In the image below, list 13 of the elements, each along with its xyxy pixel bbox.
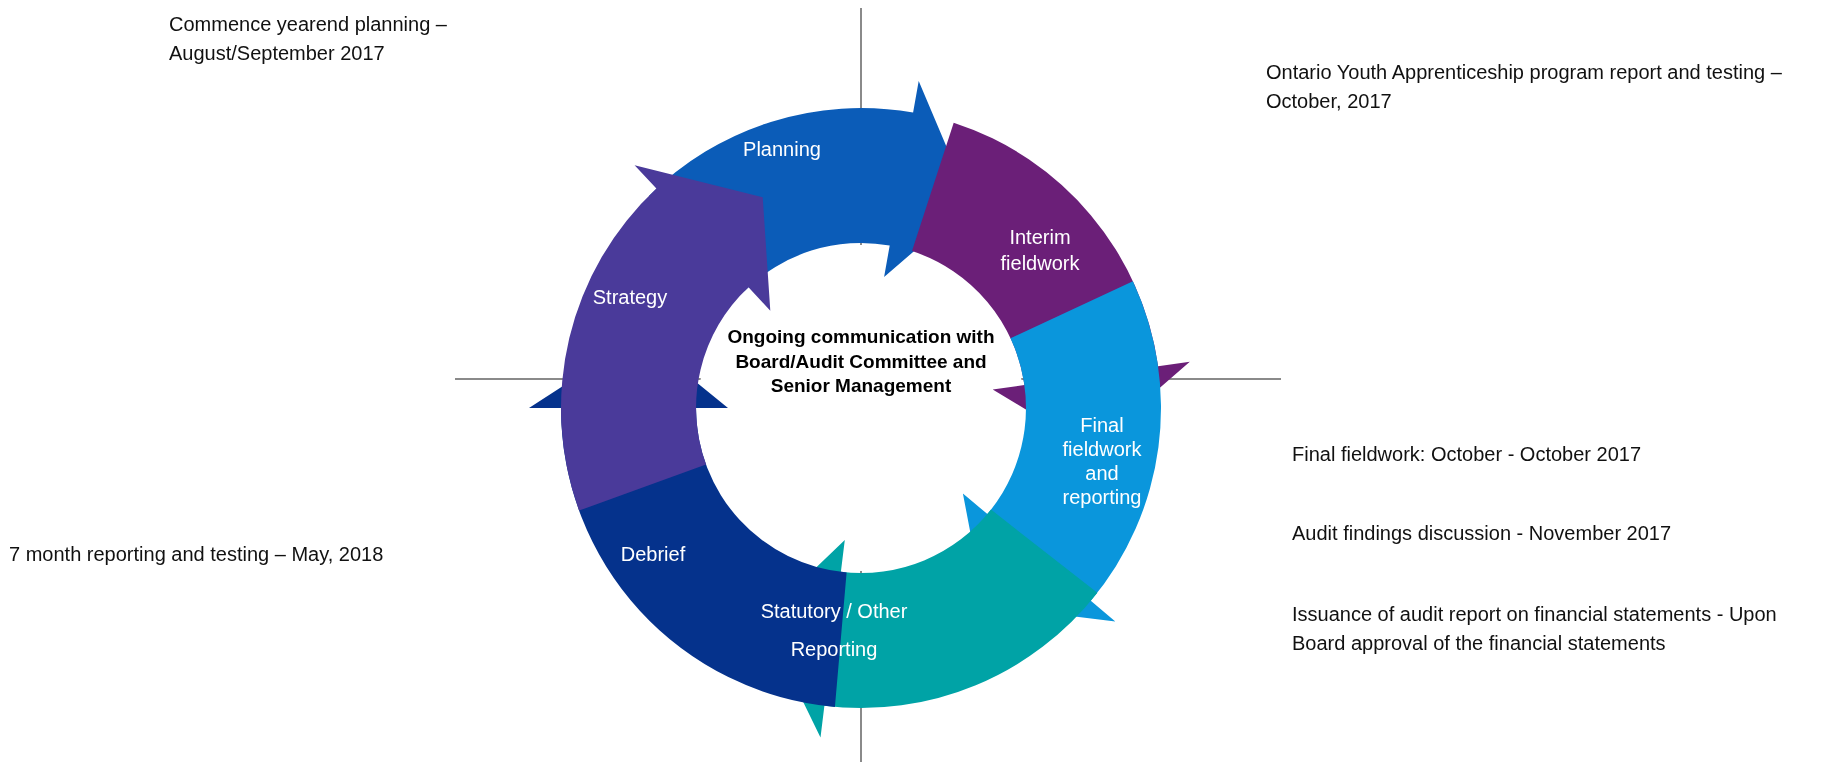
timeline-note: Audit findings discussion - November 2017 <box>1292 521 1673 546</box>
stage-label: Strategy <box>575 284 685 310</box>
timeline-note: Ontario Youth Apprenticeship program report and testing – October, 2017 <box>1266 60 1783 114</box>
timeline-note: Final fieldwork: October - October 2017 <box>1292 442 1643 467</box>
stage-label: Planning <box>712 136 852 162</box>
stage-label: Statutory / Other Reporting <box>734 592 934 668</box>
stage-label: Interim fieldwork <box>990 224 1090 276</box>
timeline-note: Commence yearend planning – August/September 2017 <box>169 12 448 66</box>
center-text: Ongoing communication with Board/Audit Committee and Senior Management <box>726 324 996 400</box>
stage-label: Debrief <box>598 541 708 567</box>
stage-label: Final fieldwork and reporting <box>1052 413 1152 509</box>
timeline-note: 7 month reporting and testing – May, 2018 <box>9 542 385 567</box>
timeline-note: Issuance of audit report on financial statements - Upon Board approval of the financial statements <box>1292 602 1778 656</box>
